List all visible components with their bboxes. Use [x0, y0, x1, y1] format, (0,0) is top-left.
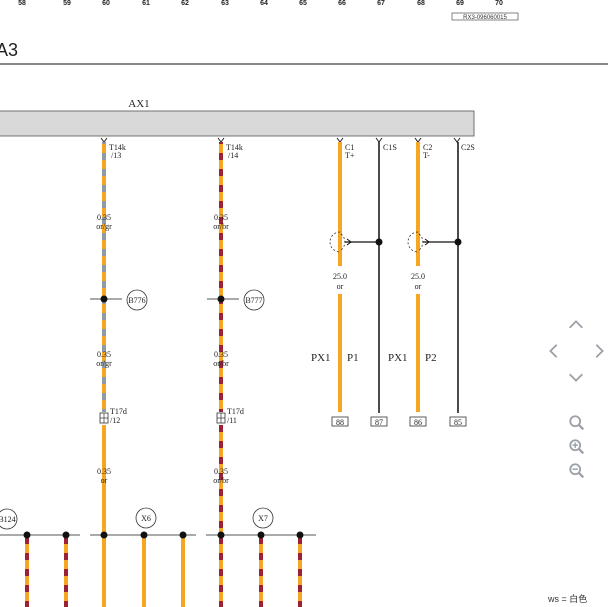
ruler-number: 64 — [260, 0, 268, 7]
pin-sub: /13 — [111, 151, 121, 160]
pan-up-button[interactable] — [565, 314, 587, 336]
shield-wires — [378, 142, 459, 413]
ruler-number: 59 — [63, 0, 71, 7]
wire-size: 25.0 — [411, 272, 425, 281]
connector-sub: /12 — [110, 416, 120, 425]
component-ax1[interactable]: AX1 — [0, 98, 475, 137]
ruler: 58 59 60 61 62 63 64 65 66 67 68 69 70 R… — [18, 0, 519, 21]
terminal-number: 85 — [454, 418, 462, 427]
shield-links — [329, 231, 462, 253]
power-wire-c2[interactable] — [416, 142, 420, 412]
pin-arrows — [100, 137, 461, 143]
terminals[interactable]: 88 87 86 85 — [331, 416, 467, 427]
splice-x6[interactable]: X6 — [135, 507, 157, 529]
pan-right-button[interactable] — [588, 340, 608, 362]
wire-size: 0.35 — [97, 467, 111, 476]
connector-id: T17d — [110, 407, 127, 416]
ruler-code: RX3-096060015 — [463, 15, 507, 21]
ruler-number: 70 — [495, 0, 503, 7]
component-name: AX1 — [128, 98, 149, 110]
px-label: PX1 — [388, 352, 408, 364]
pin-sub: T- — [423, 151, 430, 160]
pin-sub: /14 — [228, 151, 238, 160]
p-label: P2 — [425, 352, 437, 364]
power-wire-labels: 25.0 or 25.0 or — [333, 272, 425, 291]
pan-left-button[interactable] — [543, 340, 565, 362]
splice-label: B777 — [245, 296, 262, 305]
wire-labels: 0.35 or/gr 0.35 or/br 0.35 or/gr 0.35 or… — [96, 213, 229, 485]
pin-id: T14k — [226, 143, 243, 152]
p-label: P1 — [347, 352, 359, 364]
pin-id: C2 — [423, 143, 432, 152]
pin-id: C2S — [461, 143, 475, 152]
wire-size: 0.35 — [214, 350, 228, 359]
ruler-number: 63 — [221, 0, 229, 7]
zoom-fit-button[interactable] — [566, 412, 588, 434]
px-labels: PX1 P1 PX1 P2 — [311, 352, 437, 364]
ruler-number: 67 — [377, 0, 385, 7]
pin-id: T14k — [109, 143, 126, 152]
wire-color: or/br — [213, 222, 229, 231]
connector-t17d-11[interactable]: T17d /11 — [216, 407, 244, 425]
zoom-in-icon — [569, 439, 585, 455]
chevron-down-icon — [569, 373, 583, 382]
wire-color: or — [101, 476, 108, 485]
wire-size: 25.0 — [333, 272, 347, 281]
wire-size: 0.35 — [214, 213, 228, 222]
ruler-number: 66 — [338, 0, 346, 7]
ruler-number: 60 — [102, 0, 110, 7]
wire-size: 0.35 — [97, 350, 111, 359]
pin-id: C1 — [345, 143, 354, 152]
power-wire-c1[interactable] — [338, 142, 342, 412]
ruler-number: 65 — [299, 0, 307, 7]
chevron-left-icon — [549, 344, 558, 358]
terminal-number: 87 — [375, 418, 383, 427]
ruler-number: 69 — [456, 0, 464, 7]
wire-color: or — [337, 282, 344, 291]
ruler-number: 61 — [142, 0, 150, 7]
ruler-number: 62 — [181, 0, 189, 7]
magnifier-icon — [569, 415, 585, 431]
splice-label: X6 — [141, 514, 151, 523]
splice-b124[interactable]: B124 — [0, 508, 18, 530]
wire-color: or/br — [213, 476, 229, 485]
connector-sub: /11 — [227, 416, 237, 425]
wire-color: or — [415, 282, 422, 291]
section-label: A3 — [0, 40, 18, 60]
zoom-out-button[interactable] — [566, 460, 588, 482]
wire-color: or/br — [213, 359, 229, 368]
wire-color: or/gr — [96, 222, 112, 231]
pin-labels: T14k /13 T14k /14 C1 T+ C1S C2 T- C2S — [109, 143, 475, 160]
splice-label: B776 — [128, 296, 145, 305]
wire-color: or/gr — [96, 359, 112, 368]
splice-b777[interactable]: B777 — [207, 289, 265, 311]
bottom-wires — [23, 531, 304, 607]
ruler-number: 58 — [18, 0, 26, 7]
chevron-right-icon — [595, 344, 604, 358]
terminal-number: 86 — [414, 418, 422, 427]
splice-label: X7 — [258, 514, 268, 523]
wire-2[interactable] — [219, 142, 223, 535]
zoom-in-button[interactable] — [566, 436, 588, 458]
splice-x7[interactable]: X7 — [252, 507, 274, 529]
terminal-number: 88 — [336, 418, 344, 427]
splice-label: B124 — [0, 515, 16, 524]
splice-b776[interactable]: B776 — [90, 289, 148, 311]
pin-sub: T+ — [345, 151, 355, 160]
pin-id: C1S — [383, 143, 397, 152]
wire-1[interactable] — [102, 142, 106, 535]
wire-size: 0.35 — [97, 213, 111, 222]
wire-size: 0.35 — [214, 467, 228, 476]
connector-id: T17d — [227, 407, 244, 416]
chevron-up-icon — [569, 320, 583, 329]
color-legend: ws = 白色 — [548, 594, 588, 604]
pan-down-button[interactable] — [565, 366, 587, 388]
ruler-number: 68 — [417, 0, 425, 7]
px-label: PX1 — [311, 352, 331, 364]
connector-t17d-12[interactable]: T17d /12 — [99, 407, 127, 425]
zoom-out-icon — [569, 463, 585, 479]
